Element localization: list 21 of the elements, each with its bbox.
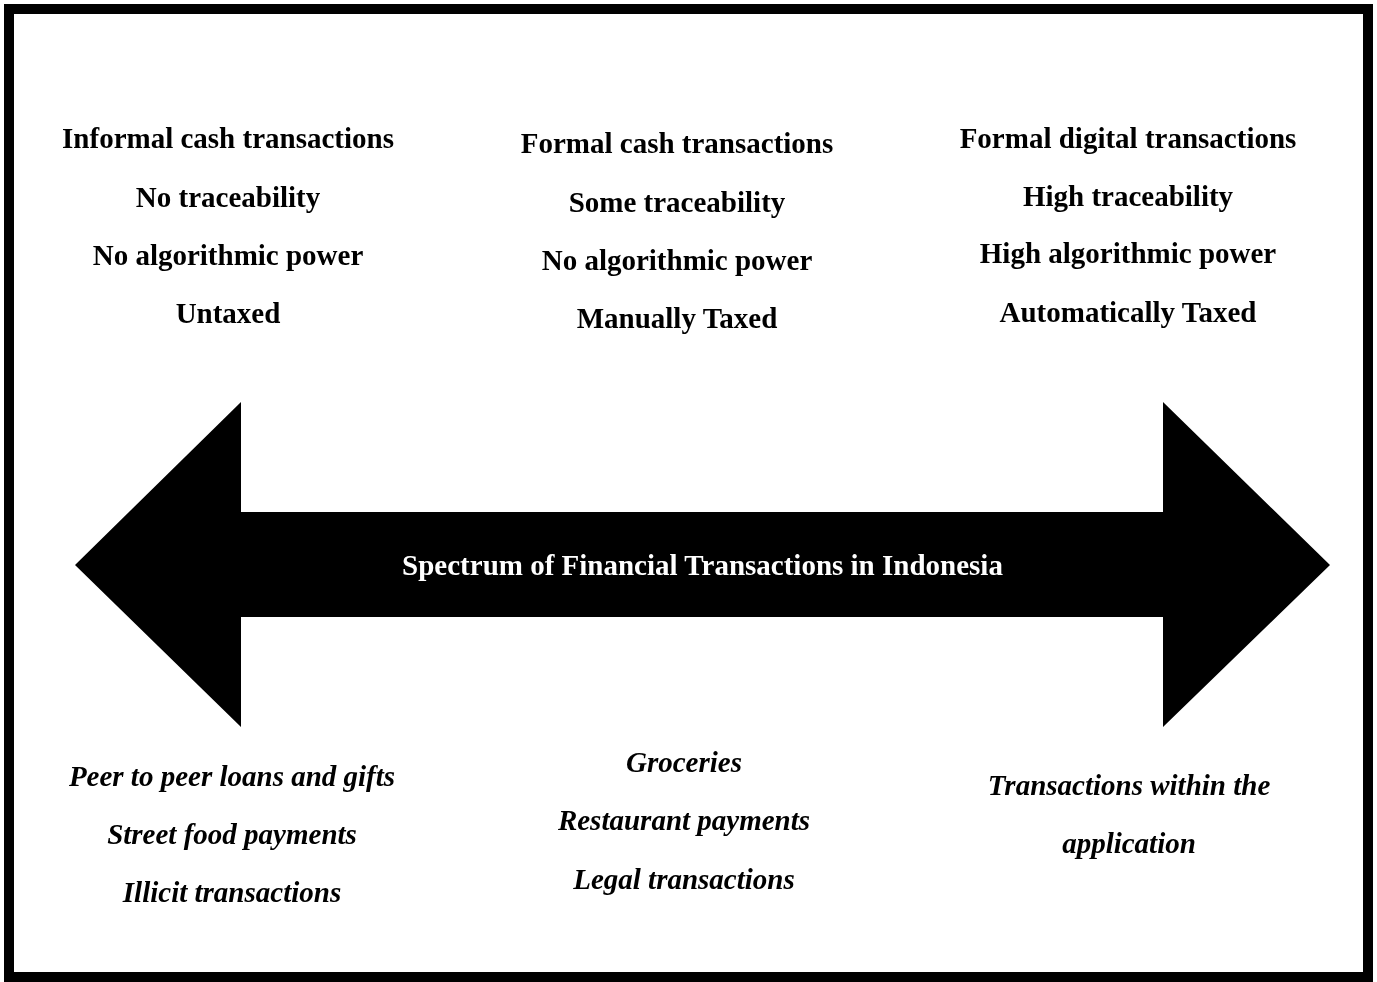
heading-text: Informal cash transactions	[62, 121, 394, 155]
heading-text: No algorithmic power	[541, 243, 813, 277]
example-text: Groceries	[626, 745, 742, 779]
heading-text: No algorithmic power	[92, 238, 364, 272]
example-text: Restaurant payments	[557, 803, 811, 837]
example-text: Transactions within the application	[986, 768, 1272, 861]
arrow-label: Spectrum of Financial Transactions in Indonesia	[402, 548, 1003, 581]
example-text: Street food payments	[107, 817, 357, 851]
heading-text: Manually Taxed	[576, 301, 778, 335]
heading-text: No traceability	[135, 180, 321, 214]
example-text: Legal transactions	[573, 862, 795, 896]
heading-text: Some traceability	[568, 185, 786, 219]
heading-text: Automatically Taxed	[999, 295, 1257, 329]
heading-text: Formal cash transactions	[520, 126, 834, 160]
heading-text: High algorithmic power	[979, 236, 1277, 270]
heading-text: High traceability	[1022, 179, 1234, 213]
double-arrow	[75, 402, 1330, 727]
example-text: Peer to peer loans and gifts	[68, 759, 396, 793]
heading-text: Untaxed	[175, 296, 281, 330]
example-text: Illicit transactions	[122, 875, 342, 909]
heading-text: Formal digital transactions	[959, 121, 1297, 155]
